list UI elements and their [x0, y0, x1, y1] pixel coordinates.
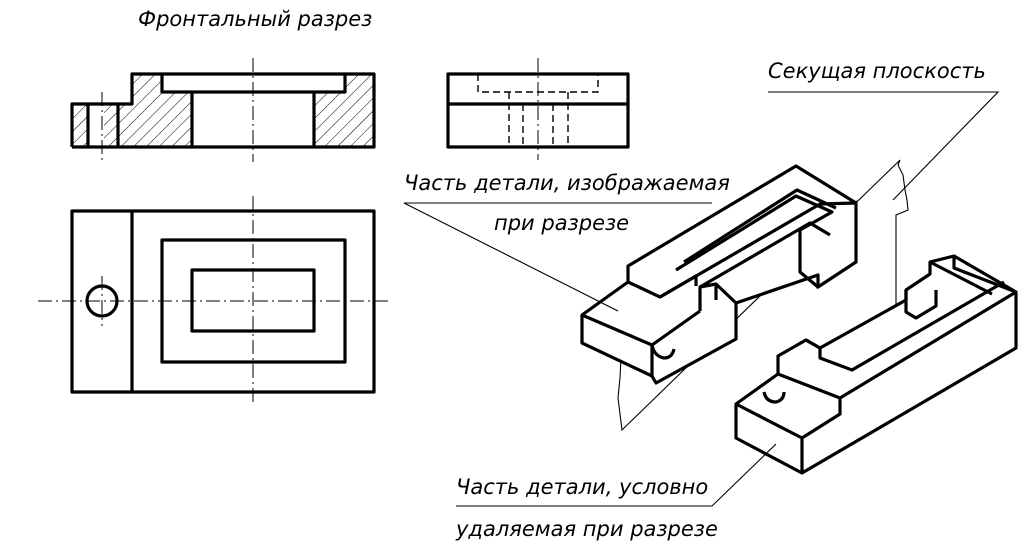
removed-part-isometric: [734, 254, 1018, 475]
removed-part-label: Часть детали, условно удаляемая при разр…: [455, 443, 777, 541]
front-section-view: [70, 58, 376, 162]
top-view: [38, 196, 388, 406]
side-view: [446, 58, 630, 160]
cutting-plane-label-text: Секущая плоскость: [768, 59, 986, 83]
kept-part-leader: [403, 202, 712, 312]
cutting-plane-leader: [768, 91, 1000, 201]
removed-part-label-line1: Часть детали, условно: [456, 475, 708, 499]
removed-part-label-line2: удаляемая при разрезе: [455, 517, 718, 541]
front-section-title: Фронтальный разрез: [138, 7, 372, 31]
removed-part-leader: [456, 443, 777, 507]
kept-part-label-line1: Часть детали, изображаемая: [404, 171, 730, 195]
cutting-plane-label: Секущая плоскость: [768, 59, 1000, 201]
kept-part-label-line2: при разрезе: [494, 211, 629, 235]
kept-part-isometric: [580, 164, 858, 385]
cutting-plane: [617, 159, 909, 432]
kept-part-label: Часть детали, изображаемая при разрезе: [403, 171, 730, 312]
